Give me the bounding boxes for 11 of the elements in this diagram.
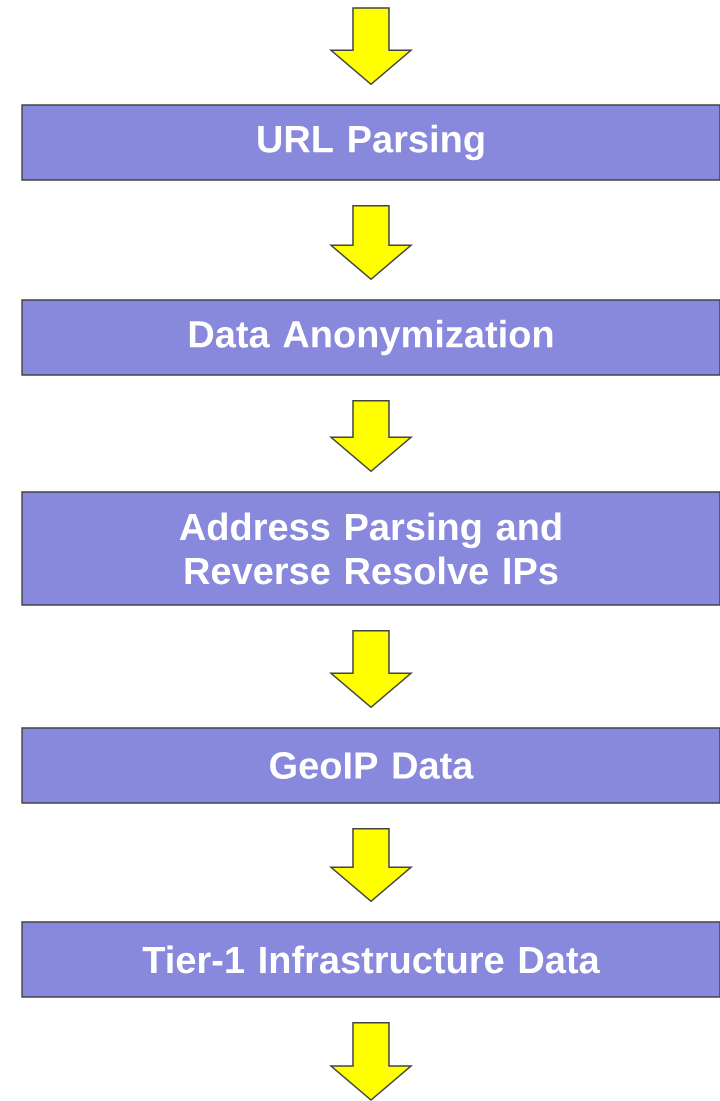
block-arrow [328,205,414,281]
process-box: Address Parsing and Reverse Resolve IPs [21,491,720,606]
block-arrow [328,400,414,473]
process-box: Data Anonymization [21,299,720,376]
block-arrow [328,828,414,903]
block-arrow [328,1022,414,1101]
block-arrow [328,7,414,86]
process-box: Tier-1 Infrastructure Data [21,921,720,998]
process-box: URL Parsing [21,104,720,181]
process-box: GeoIP Data [21,727,720,804]
block-arrow [328,630,414,709]
